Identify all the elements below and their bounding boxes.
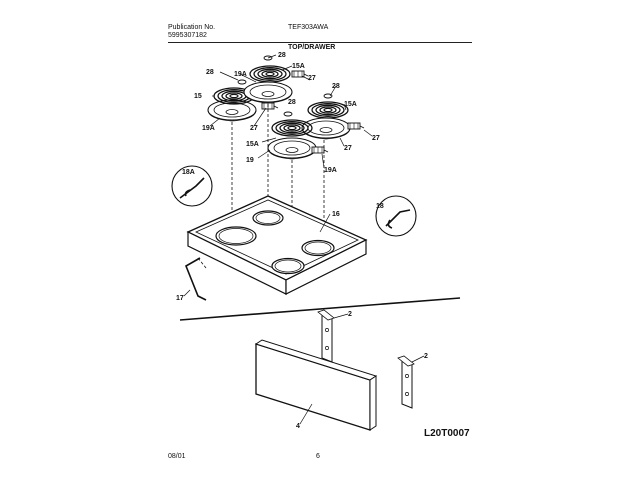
detail-circle-18a <box>171 165 213 207</box>
drawer-bracket-right <box>397 355 415 409</box>
page-number: 6 <box>316 453 320 460</box>
publication-number: 5995307182 <box>168 32 207 39</box>
burner-coil-back <box>249 65 291 83</box>
trim-ring-left <box>237 79 247 85</box>
burner-pan-right <box>301 117 351 140</box>
callout-28: 28 <box>278 52 286 59</box>
receptacle-right <box>347 122 365 130</box>
callout-17: 17 <box>176 295 184 302</box>
receptacle-front <box>311 146 329 154</box>
callout-4: 4 <box>296 423 300 430</box>
trim-ring-front <box>283 111 293 117</box>
callout-28: 28 <box>332 83 340 90</box>
callout-27: 19A <box>324 167 337 174</box>
callout-19a: 19 <box>246 157 254 164</box>
burner-pan-back <box>243 81 293 104</box>
support-rod <box>184 257 207 301</box>
section-title: TOP/DRAWER <box>288 44 336 51</box>
callout-18: 18 <box>376 203 384 210</box>
footer-date: 08/01 <box>168 453 186 460</box>
burner-pan-left <box>207 99 257 122</box>
receptacle-back <box>291 70 309 78</box>
callout-19a: 27 <box>344 145 352 152</box>
drawing-code: L20T0007 <box>424 428 470 439</box>
receptacle-left <box>261 102 279 110</box>
drawer-panel <box>254 339 378 431</box>
detail-circle-18 <box>375 195 417 237</box>
cooktop <box>186 195 368 295</box>
callout-2: 2 <box>424 353 428 360</box>
callout-15a: 15A <box>292 63 305 70</box>
burner-pan-front <box>267 137 317 160</box>
callout-18a: 18A <box>182 169 195 176</box>
model-number: TEF303AWA <box>288 24 329 31</box>
callout-15: 15 <box>194 93 202 100</box>
leader-lines <box>183 54 425 425</box>
callout-19: 19A <box>202 125 215 132</box>
publication-label: Publication No. <box>168 24 216 31</box>
callout-27: 27 <box>308 75 316 82</box>
header-rule <box>168 42 472 43</box>
callout-28: 28 <box>288 99 296 106</box>
callout-16: 16 <box>332 211 340 218</box>
drawer-bracket-left <box>317 309 335 363</box>
callout-28: 28 <box>206 69 214 76</box>
section-divider <box>179 297 461 321</box>
callout-labels: 28 19A 28 15A 27 15 28 28 15A 19A 27 27 … <box>176 52 428 430</box>
callout-15a: 15A <box>246 141 259 148</box>
callout-15a: 15A <box>344 101 357 108</box>
burner-coil-right <box>307 101 349 119</box>
callout-19a: 19A <box>234 71 247 78</box>
callout-27: 27 <box>372 135 380 142</box>
callout-2: 2 <box>348 311 352 318</box>
callout-27: 27 <box>250 125 258 132</box>
